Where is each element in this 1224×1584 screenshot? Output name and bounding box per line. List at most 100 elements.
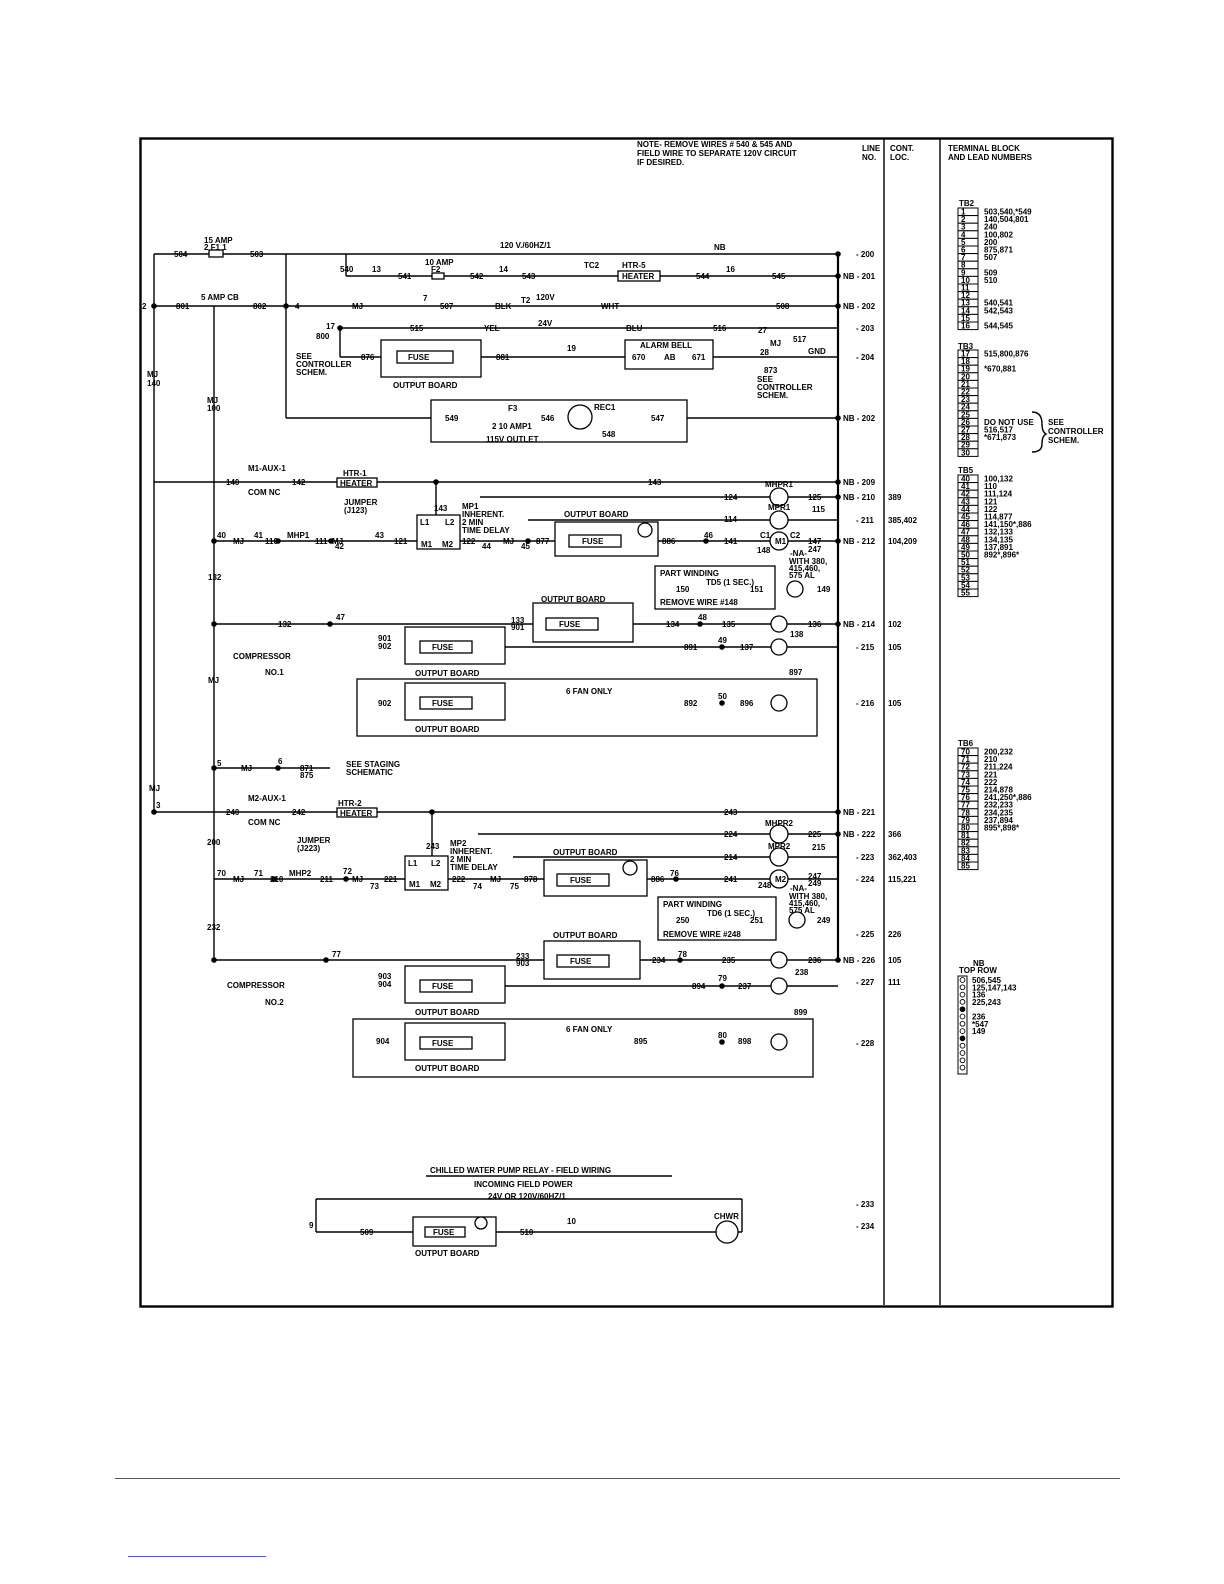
svg-text:898: 898 [738, 1037, 752, 1046]
output-4-indicator [637, 522, 653, 538]
svg-text:671: 671 [692, 353, 706, 362]
nb-terminal [959, 1020, 966, 1027]
svg-text:802: 802 [253, 302, 267, 311]
terminal-number: 52 [961, 566, 970, 575]
terminal-leads: 137,891 [984, 543, 1013, 552]
svg-text:120V: 120V [536, 293, 555, 302]
svg-text:17: 17 [326, 322, 335, 331]
line-number: - 211 [856, 516, 874, 525]
junction-dot [835, 621, 841, 627]
svg-text:6: 6 [278, 757, 283, 766]
svg-text:47: 47 [336, 613, 345, 622]
nb-terminal [959, 1057, 966, 1064]
svg-text:222: 222 [452, 875, 466, 884]
svg-text:INCOMING FIELD POWER: INCOMING FIELD POWER [474, 1180, 573, 1189]
junction-dot [275, 765, 281, 771]
svg-text:233: 233 [516, 952, 530, 961]
svg-text:M1: M1 [775, 537, 787, 546]
svg-text:MP2: MP2 [450, 839, 467, 848]
fuse-5 [556, 873, 610, 887]
svg-text:902: 902 [378, 699, 392, 708]
nb-leads: *547 [972, 1020, 989, 1029]
svg-text:LINE: LINE [862, 144, 881, 153]
svg-text:15 AMP: 15 AMP [204, 236, 233, 245]
nb-leads: 225,243 [972, 998, 1001, 1007]
f2-fuse-symbol [431, 272, 445, 280]
svg-text:(J123): (J123) [344, 506, 367, 515]
svg-text:510: 510 [520, 1228, 534, 1237]
svg-text:HEATER: HEATER [340, 809, 373, 818]
svg-text:875: 875 [300, 771, 314, 780]
svg-text:NO.2: NO.2 [265, 998, 284, 1007]
svg-text:TB2: TB2 [959, 199, 975, 208]
svg-text:136: 136 [808, 620, 822, 629]
terminal-number: 50 [961, 551, 970, 560]
compressor-1-label: COMPRESSOR NO.1 [233, 652, 291, 677]
svg-text:HTR-5: HTR-5 [622, 261, 646, 270]
svg-text:249: 249 [808, 879, 822, 888]
junction-dot [211, 765, 217, 771]
terminal-leads: 211,224 [984, 763, 1013, 772]
svg-text:215: 215 [812, 843, 826, 852]
svg-text:TC2: TC2 [584, 261, 600, 270]
svg-text:NOTE- REMOVE WIRES # 540 & 545: NOTE- REMOVE WIRES # 540 & 545 AND [637, 140, 793, 149]
see-controller-2: SEE CONTROLLER SCHEM. [757, 375, 813, 400]
svg-text:L2: L2 [445, 518, 455, 527]
terminal-leads: *671,873 [984, 433, 1017, 442]
svg-text:546: 546 [541, 414, 555, 423]
line-number: - 227 [856, 978, 875, 987]
terminal-leads: 234,235 [984, 808, 1013, 817]
terminal-leads: 134,135 [984, 535, 1013, 544]
htr1-heater [336, 477, 378, 488]
nb-terminal [959, 999, 966, 1005]
svg-text:COM NC: COM NC [248, 488, 281, 497]
junction-dot [283, 303, 289, 309]
terminal-leads: 114,877 [984, 513, 1013, 522]
svg-text:M2: M2 [775, 875, 787, 884]
svg-text:670: 670 [632, 353, 646, 362]
svg-text:211: 211 [320, 875, 333, 884]
svg-text:SCHEMATIC: SCHEMATIC [346, 768, 393, 777]
svg-text:REC1: REC1 [594, 403, 616, 412]
svg-text:M1: M1 [421, 540, 433, 549]
svg-text:MJ: MJ [352, 875, 363, 884]
terminal-number: 41 [961, 482, 970, 491]
terminal-number: 81 [961, 831, 970, 840]
na-note-1: -NA- WITH 380, 415,460, 575 AL [789, 549, 827, 580]
svg-text:800: 800 [316, 332, 330, 341]
line-number: NB - 201 [843, 272, 876, 281]
svg-text:895: 895 [634, 1037, 648, 1046]
junction-dot [525, 538, 531, 544]
junction-dot [835, 273, 841, 279]
svg-text:151: 151 [750, 585, 764, 594]
svg-text:FUSE: FUSE [433, 1228, 455, 1237]
svg-text:SCHEM.: SCHEM. [296, 368, 327, 377]
junction-dot [703, 538, 709, 544]
svg-text:C1: C1 [760, 531, 771, 540]
svg-text:MPR2: MPR2 [768, 842, 791, 851]
mp2-relay [404, 855, 449, 891]
svg-text:224: 224 [724, 830, 738, 839]
svg-text:LOC.: LOC. [890, 153, 909, 162]
svg-text:MHPR2: MHPR2 [765, 819, 794, 828]
junction-dot [835, 831, 841, 837]
terminal-number: 79 [961, 816, 970, 825]
svg-text:75: 75 [510, 882, 519, 891]
svg-text:508: 508 [776, 302, 790, 311]
junction-dot [429, 809, 435, 815]
svg-text:FUSE: FUSE [432, 1039, 454, 1048]
terminal-leads: 200 [984, 238, 998, 247]
terminal-leads: 892*,896* [984, 551, 1020, 560]
svg-text:110: 110 [265, 537, 278, 546]
svg-text:IF DESIRED.: IF DESIRED. [637, 158, 684, 167]
terminal-number: 83 [961, 846, 970, 855]
svg-text:BLU: BLU [626, 324, 643, 333]
terminal-leads: 515,800,876 [984, 350, 1029, 359]
svg-text:132: 132 [208, 573, 222, 582]
cont-loc: 104,209 [888, 537, 917, 546]
junction-dot [211, 957, 217, 963]
nb-top-row: NB TOP ROW 506,545125,147,143136225,2432… [957, 959, 1017, 1075]
terminal-number: 73 [961, 770, 970, 779]
cont-loc: 362,403 [888, 853, 917, 862]
nb-leads: 125,147,143 [972, 983, 1017, 992]
